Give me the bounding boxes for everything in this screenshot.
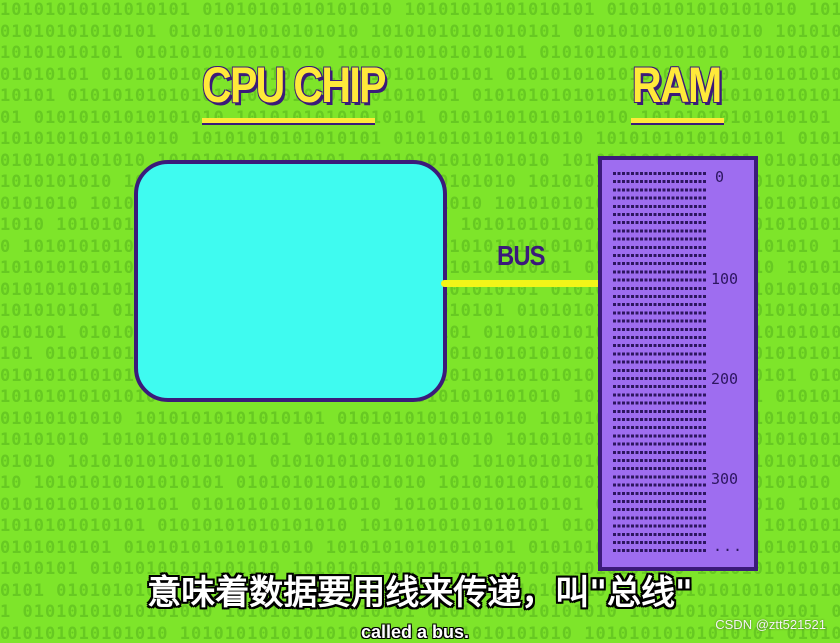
cpu-title-underline (202, 118, 375, 125)
cpu-chip-title: CPU CHIP (202, 57, 386, 113)
cpu-chip-box (134, 160, 447, 402)
ram-address-ellipsis: ... (713, 537, 744, 555)
ram-memory-cells (613, 172, 707, 552)
bus-label: BUS (497, 240, 546, 271)
ram-title-underline (631, 118, 724, 125)
ram-address-300: 300 (711, 470, 739, 488)
ram-address-100: 100 (711, 270, 739, 288)
ram-address-200: 200 (711, 370, 739, 388)
subtitle-chinese: 意味着数据要用线来传递，叫"总线" (147, 573, 693, 613)
ram-address-0: 0 (715, 168, 725, 186)
ram-title: RAM (632, 57, 722, 113)
watermark: CSDN @ztt521521 (715, 617, 826, 632)
bus-line (441, 280, 603, 287)
subtitle-english: called a bus. (360, 622, 470, 642)
